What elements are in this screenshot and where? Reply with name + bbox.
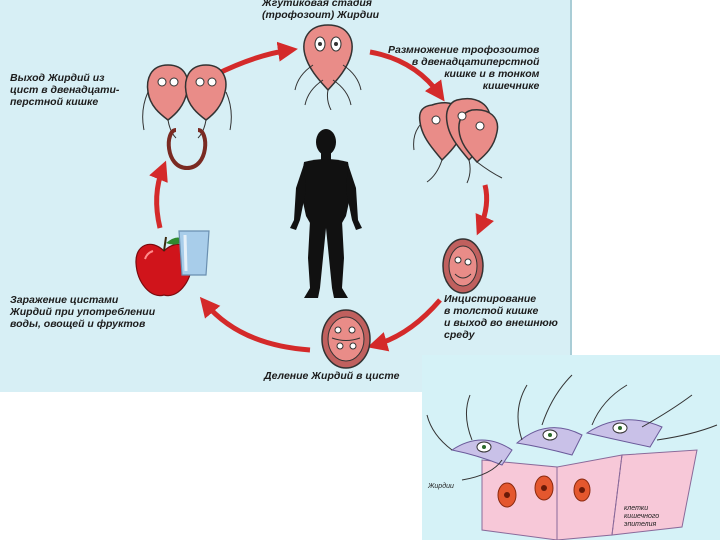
arrow-right [475,184,494,236]
label-encystment: Инцистирование в толстой кишке и выход в… [444,293,558,341]
human-silhouette-icon [290,129,362,298]
panel-divider [570,0,572,392]
trophozoite-exit-icon [142,64,232,171]
epithelium-inset: Жирдии клетки кишечного эпителия [422,355,720,540]
water-glass-icon [178,230,210,276]
cyst-encystment-icon [442,238,484,294]
label-infection: Заражение цистами Жирдий при употреблени… [10,294,156,330]
label-division: Деление Жирдий в цисте [264,370,400,382]
label-reproduction: Размножение трофозоитов в двенадцатиперс… [388,44,540,92]
arrow-left [149,160,168,229]
arrow-bottom-right [367,298,442,352]
trophozoite-reproduction-icon [413,98,503,184]
label-exit: Выход Жирдий из цист в двенадцати- перст… [10,72,120,108]
arrow-bottom-left [199,296,311,353]
trophozoite-top-icon [294,24,362,110]
label-trophozoite-stage: Жгутиковая стадия (трофозоит) Жирдии [262,0,380,21]
cycle-arrows [149,41,494,353]
arrow-top-right [369,49,445,102]
cyst-division-icon [321,309,371,369]
epithelium-illustration [426,374,718,540]
label-giardia: Жирдии [428,483,454,490]
life-cycle-panel [0,0,572,392]
label-epithelial-cells: клетки кишечного эпителия [624,505,660,528]
